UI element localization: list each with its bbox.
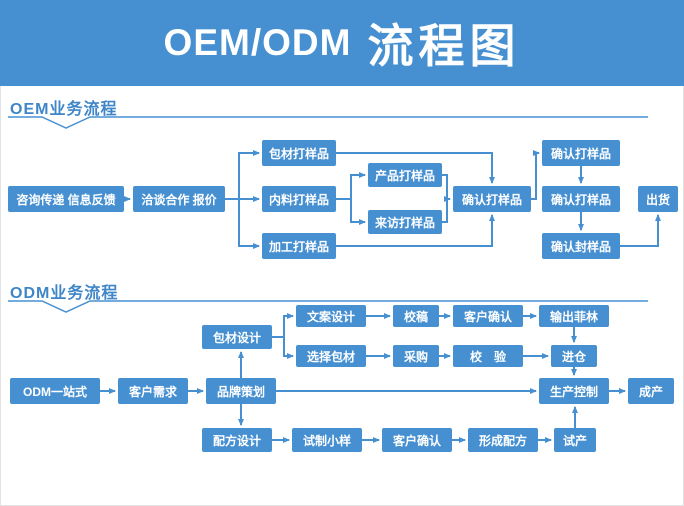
header-title-cn: 流程图 — [367, 20, 521, 72]
node-form-formula: 形成配方 — [468, 428, 538, 452]
oem-section-label: OEM业务流程 — [10, 101, 118, 118]
node-brand-plan: 品牌策划 — [206, 378, 276, 404]
node-production-control: 生产控制 — [539, 378, 609, 404]
node-confirm-mid: 确认打样品 — [542, 186, 620, 212]
page-header: OEM/ODM 流程图 — [0, 0, 684, 86]
node-purchase: 采购 — [393, 345, 439, 367]
node-customer-confirm-formula: 客户确认 — [382, 428, 452, 452]
odm-section-label: ODM业务流程 — [10, 285, 119, 302]
node-one-stop: ODM一站式 — [10, 378, 100, 404]
node-warehouse: 进仓 — [551, 345, 597, 367]
node-product-sample: 产品打样品 — [368, 163, 442, 187]
node-pack-design: 包材设计 — [202, 325, 272, 349]
node-output-film: 输出菲林 — [539, 305, 609, 327]
node-visit-sample: 来访打样品 — [368, 210, 442, 234]
node-trial-production: 试产 — [554, 428, 596, 452]
node-confirm-seal: 确认封样品 — [542, 233, 620, 259]
node-customer-confirm-pack: 客户确认 — [453, 305, 523, 327]
node-process-sample: 加工打样品 — [262, 233, 336, 259]
node-confirm-center: 确认打样品 — [453, 186, 531, 212]
node-proofread: 校稿 — [393, 305, 439, 327]
header-title-latin: OEM/ODM — [163, 22, 352, 63]
node-confirm-top: 确认打样品 — [542, 140, 620, 166]
node-ship: 出货 — [638, 186, 678, 212]
node-trial-sample: 试制小样 — [292, 428, 362, 452]
node-formula-design: 配方设计 — [202, 428, 272, 452]
node-consult: 咨询传递 信息反馈 — [8, 186, 124, 212]
node-inspect: 校 验 — [453, 345, 523, 367]
node-customer-need: 客户需求 — [118, 378, 188, 404]
node-negotiate: 洽谈合作 报价 — [133, 186, 225, 212]
node-pack-sample: 包材打样品 — [262, 140, 336, 166]
node-inner-sample: 内料打样品 — [262, 186, 336, 212]
node-choose-pack: 选择包材 — [296, 345, 366, 367]
node-finished-product: 成产 — [628, 378, 674, 404]
node-copy-design: 文案设计 — [296, 305, 366, 327]
